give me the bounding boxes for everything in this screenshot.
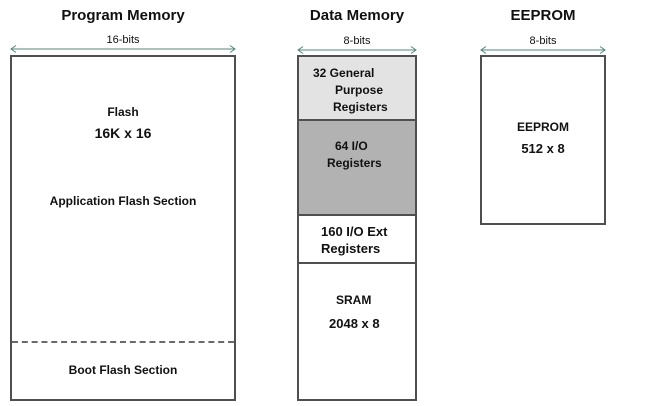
data-memory-width-arrow	[297, 45, 417, 55]
io-registers-section: 64 I/O Registers	[299, 121, 415, 216]
eeprom-width-label: 8-bits	[529, 35, 557, 47]
general-purpose-registers-section: 32 General Purpose Registers	[299, 57, 415, 121]
io-registers-line-2: Registers	[327, 156, 382, 170]
boot-flash-section-label: Boot Flash Section	[68, 363, 178, 377]
flash-size: 16K x 16	[94, 125, 152, 141]
sram-size: 2048 x 8	[329, 316, 380, 331]
gpr-line-2: Purpose	[335, 83, 384, 97]
eeprom-label: EEPROM	[516, 120, 569, 134]
program-memory-width-arrow	[10, 44, 236, 54]
ext-io-registers-section: 160 I/O Ext Registers	[299, 216, 415, 264]
eeprom-size: 512 x 8	[521, 141, 565, 156]
flash-label: Flash	[107, 105, 139, 119]
ext-io-registers-line-2: Registers	[321, 241, 381, 256]
sram-label: SRAM	[336, 293, 372, 307]
data-memory-block: 32 General Purpose Registers 64 I/O Regi…	[297, 55, 417, 401]
gpr-line-3: Registers	[333, 100, 388, 114]
ext-io-registers-line-1: 160 I/O Ext	[321, 224, 388, 239]
eeprom-block: EEPROM 512 x 8	[480, 55, 606, 225]
program-memory-title: Program Memory	[61, 7, 185, 24]
data-memory-width-label: 8-bits	[343, 35, 371, 47]
data-memory-title: Data Memory	[309, 7, 405, 24]
eeprom-title: EEPROM	[510, 7, 576, 24]
program-memory-block: Flash 16K x 16 Application Flash Section…	[10, 55, 236, 401]
gpr-line-1: 32 General	[313, 66, 375, 80]
eeprom-width-arrow	[480, 45, 606, 55]
program-memory-width-label: 16-bits	[106, 34, 140, 46]
io-registers-line-1: 64 I/O	[335, 139, 368, 153]
sram-section: SRAM 2048 x 8	[299, 264, 415, 399]
boot-section-divider	[12, 341, 234, 343]
application-flash-section-label: Application Flash Section	[49, 194, 197, 208]
